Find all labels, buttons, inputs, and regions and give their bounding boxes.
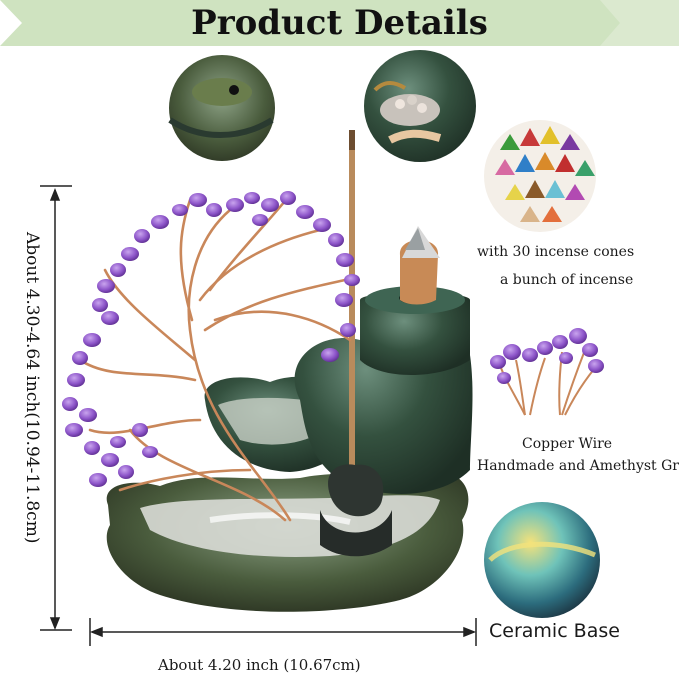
- height-label: About 4.30-4.64 inch(10.94-11.8cm): [22, 232, 42, 544]
- amethyst-gravel: [62, 191, 360, 487]
- copper-wire-tree: [78, 193, 352, 522]
- detail-circle-top: [165, 51, 279, 165]
- height-dimension-line: [40, 185, 72, 631]
- banner-shape: [0, 0, 679, 46]
- lotus-bud-holder: [320, 464, 392, 557]
- detail-circle-gravel: [360, 46, 480, 166]
- width-label: About 4.20 inch (10.67cm): [158, 656, 361, 674]
- amethyst-wire-sample: [490, 328, 604, 416]
- incense-caption-line1: with 30 incense cones: [477, 244, 635, 260]
- header-banner: Product Details: [0, 0, 679, 46]
- width-dimension-line: [89, 618, 477, 646]
- incense-cone: [399, 226, 440, 305]
- base-caption: Ceramic Base: [489, 620, 620, 642]
- page-title: Product Details: [191, 3, 488, 43]
- wire-caption-line1: Copper Wire: [522, 436, 613, 452]
- ceramic-base-circle: [484, 502, 600, 618]
- incense-cones-circle: [484, 120, 596, 232]
- incense-caption-line2: a bunch of incense: [500, 272, 634, 288]
- wire-caption-line2: Handmade and Amethyst Gravel: [477, 458, 679, 474]
- backflow-tower: [294, 286, 473, 494]
